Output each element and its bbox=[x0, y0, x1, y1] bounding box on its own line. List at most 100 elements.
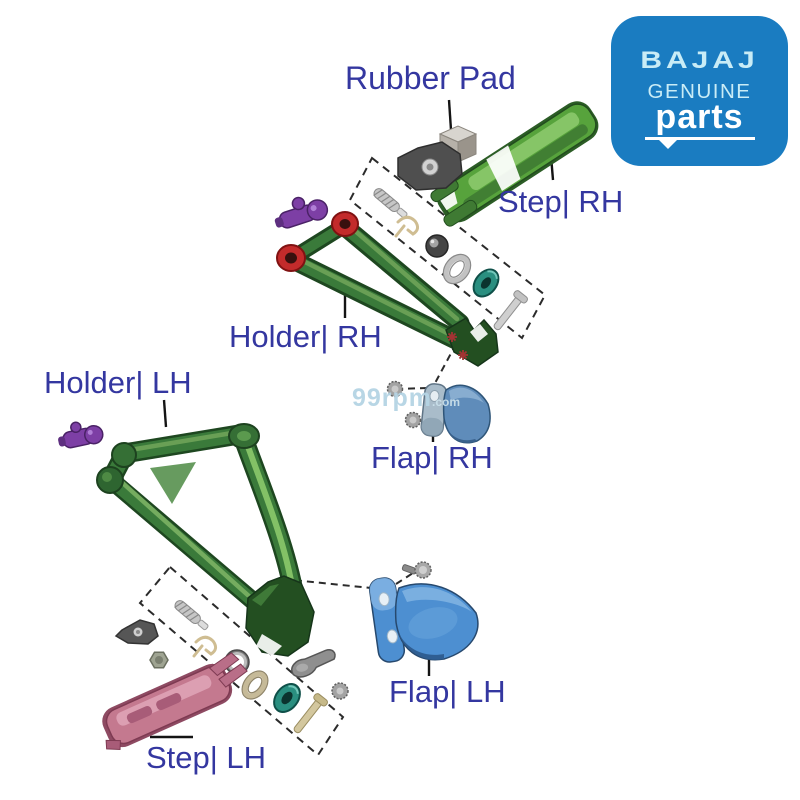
spring-rh-body bbox=[373, 188, 400, 212]
mount-plate-lh-hole-center bbox=[136, 630, 140, 634]
spring-lh-tip bbox=[197, 619, 209, 631]
washer-ring-lh bbox=[241, 670, 269, 700]
clip-rh-wire bbox=[394, 215, 420, 238]
flap-lh-bracket-hole2 bbox=[386, 629, 398, 644]
label-step-rh: Step| RH bbox=[498, 184, 624, 219]
mount-plate-lh bbox=[114, 619, 159, 645]
gray-nut-center bbox=[336, 687, 344, 695]
label-flap-rh: Flap| RH bbox=[371, 440, 493, 475]
flap-lh-bracket-hole1 bbox=[378, 592, 390, 607]
flap-lh-part bbox=[368, 577, 479, 663]
holder-lh-part bbox=[96, 423, 315, 657]
flap-rh-bracket-shade bbox=[421, 417, 444, 437]
ring-rh-body bbox=[443, 254, 471, 284]
watermark: 99rpm.com bbox=[352, 384, 460, 413]
step-rh-prong-lower bbox=[443, 199, 478, 227]
step-rh-gap bbox=[486, 145, 521, 192]
clip-rh bbox=[394, 215, 420, 238]
holder-lh-fork bbox=[245, 575, 315, 657]
hex-nut-lh bbox=[149, 651, 169, 669]
connector-holder-flap-rh bbox=[433, 343, 457, 386]
flap-rh-bracket-hole bbox=[429, 389, 440, 402]
holder-rh-fork-gap bbox=[470, 324, 488, 342]
step-lh-panel2 bbox=[156, 692, 182, 711]
ring-rh-inner-edge bbox=[449, 260, 465, 278]
holder-lh-elbow-shine bbox=[102, 472, 112, 482]
purple-rh-shine bbox=[310, 205, 317, 212]
label-holder-lh: Holder| LH bbox=[44, 365, 192, 400]
holder-rh-bushing1-core bbox=[285, 252, 297, 264]
holder-rh-bushing2-core bbox=[339, 219, 351, 229]
bolt-rh2-center bbox=[409, 416, 417, 424]
holder-lh-elbow-joint1 bbox=[111, 442, 137, 468]
holder-rh-rail1-highlight bbox=[290, 253, 468, 345]
holder-rh-part bbox=[276, 211, 499, 367]
holder-lh-fork-gap bbox=[256, 634, 282, 656]
label-flap-lh: Flap| LH bbox=[389, 674, 506, 709]
fastener-box-rh bbox=[348, 156, 547, 340]
purple-rh-head bbox=[306, 199, 329, 221]
ring-rh-outer-edge bbox=[442, 253, 472, 285]
purple-lh-shine bbox=[87, 429, 93, 435]
lever-bracket-lh bbox=[291, 649, 336, 678]
label-holder-rh: Holder| RH bbox=[229, 319, 382, 354]
connector-bolt-flap-rh bbox=[398, 387, 428, 390]
holder-rh-rail2-highlight bbox=[343, 220, 460, 322]
step-lh-part bbox=[102, 652, 248, 751]
step-lh-panel1 bbox=[126, 705, 153, 724]
flap-lh-fin-shadow bbox=[397, 629, 444, 660]
flap-rh-fin-highlight bbox=[449, 387, 484, 403]
holder-rh-mark2 bbox=[458, 350, 468, 360]
holder-lh-joint-core bbox=[237, 431, 251, 441]
ball-rh-shine bbox=[429, 238, 439, 248]
spring-stud-rh bbox=[373, 188, 408, 219]
ring-lh-body bbox=[242, 671, 268, 699]
holder-lh-topbar bbox=[119, 426, 250, 461]
ball-nut-rh bbox=[425, 234, 449, 258]
clip-lh bbox=[192, 635, 218, 658]
ball-rh-glint bbox=[430, 239, 435, 244]
holder-lh-topbar-highlight bbox=[127, 429, 241, 453]
holder-rh-rail1 bbox=[284, 252, 475, 353]
spring-lh-coils bbox=[174, 601, 199, 621]
bolt-rh1-center bbox=[391, 385, 399, 393]
label-rubber-pad: Rubber Pad bbox=[345, 60, 516, 96]
label-step-lh: Step| LH bbox=[146, 740, 267, 775]
step-rh-bottom-shade bbox=[463, 124, 588, 210]
purple-fastener-lh bbox=[58, 421, 104, 449]
flap-rh-part bbox=[420, 383, 491, 444]
mount-plate-rh-hole-center bbox=[426, 163, 434, 171]
purple-lh-tip bbox=[58, 436, 66, 447]
flap-rh-fin-shadow bbox=[445, 425, 477, 443]
holder-rh-mark1 bbox=[447, 332, 457, 342]
teal-rh-shine bbox=[487, 270, 498, 279]
teal-rh-hole bbox=[480, 277, 492, 289]
washer-ring-rh bbox=[442, 253, 472, 285]
logo-genuine-text: GENUINE bbox=[647, 80, 752, 103]
spring-lh-body bbox=[174, 600, 201, 624]
flap-lh-fin-shine bbox=[408, 607, 458, 639]
watermark-suffix: .com bbox=[432, 395, 461, 409]
bolt-lh-center bbox=[419, 566, 427, 574]
step-rh-part bbox=[430, 101, 599, 227]
flap-rh-bracket bbox=[420, 383, 448, 437]
logo-brand-text: BAJAJ bbox=[640, 47, 759, 74]
watermark-main: 99rpm bbox=[352, 384, 433, 412]
lever-body bbox=[291, 649, 336, 678]
teal-grommet-lh bbox=[273, 683, 301, 713]
pin-lh-head bbox=[313, 693, 328, 707]
flap-bolt-lh bbox=[401, 561, 432, 579]
purple-rh-tip bbox=[274, 217, 284, 228]
teal-lh-shine bbox=[288, 685, 299, 694]
callout-rubber-pad bbox=[447, 99, 453, 131]
flap-bolt-rh-2 bbox=[404, 411, 422, 429]
mount-plate-rh bbox=[397, 141, 463, 191]
logo-underline bbox=[644, 137, 755, 149]
step-lh-prong-lower bbox=[218, 663, 248, 688]
pin-rh-shaft bbox=[493, 295, 523, 331]
callout-holder-lh bbox=[162, 399, 168, 428]
mark2-lines bbox=[458, 350, 468, 360]
gray-nut-lh bbox=[331, 682, 349, 700]
